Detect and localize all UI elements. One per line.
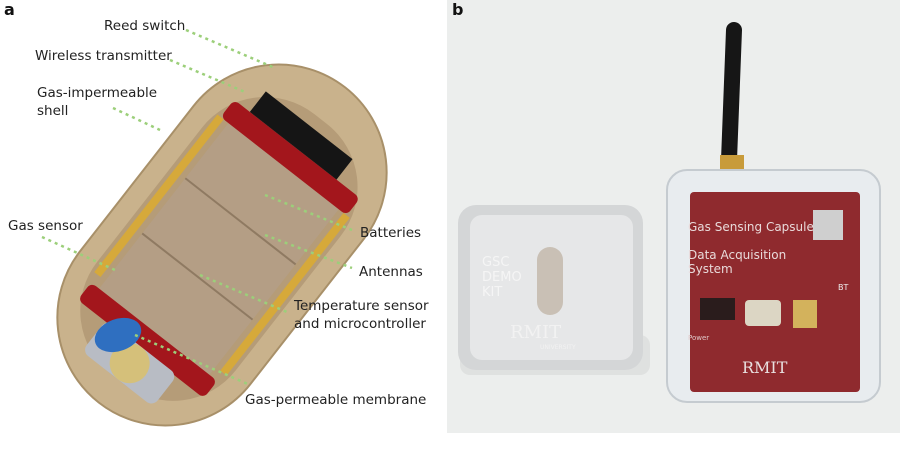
leader-lines (41, 28, 353, 387)
gas-permeable-membrane (94, 317, 142, 353)
demo-kit-logo: RMIT (510, 322, 562, 343)
board-title: Gas Sensing Capsule (688, 220, 814, 234)
label-shell-2: shell (37, 103, 69, 119)
demo-kit-line1: GSC (482, 255, 510, 270)
microcontroller-board (80, 284, 215, 396)
batteries (99, 115, 345, 375)
panel-b-letter: b (452, 0, 464, 19)
board-subtitle-1: Data Acquisition (688, 248, 787, 262)
panel-a-letter: a (4, 0, 15, 19)
demo-kit-logo-sub: UNIVERSITY (540, 344, 576, 351)
label-temp-1: Temperature sensor (294, 298, 429, 314)
label-temp-2: and microcontroller (294, 316, 426, 332)
transmitter-board (222, 102, 358, 214)
capsule-window (537, 247, 563, 315)
demo-kit-line3: KIT (482, 285, 503, 300)
board-logo: RMIT (742, 358, 788, 377)
label-gas-sensor: Gas sensor (8, 218, 83, 234)
label-batteries: Batteries (360, 225, 422, 241)
label-reed-switch: Reed switch (104, 18, 186, 34)
demo-kit-line2: DEMO (482, 270, 522, 285)
board-bt-label: BT (838, 283, 849, 292)
label-wireless-transmitter: Wireless transmitter (35, 48, 172, 64)
board-subtitle-2: System (688, 262, 733, 276)
demo-kit-text: GSC DEMO KIT (482, 255, 522, 300)
capsule-diagram (41, 28, 388, 427)
label-antennas: Antennas (359, 264, 423, 280)
board-power-label: Power (688, 334, 710, 342)
label-shell-1: Gas-impermeable (37, 85, 158, 101)
label-membrane: Gas-permeable membrane (245, 392, 427, 408)
antenna (721, 22, 742, 168)
